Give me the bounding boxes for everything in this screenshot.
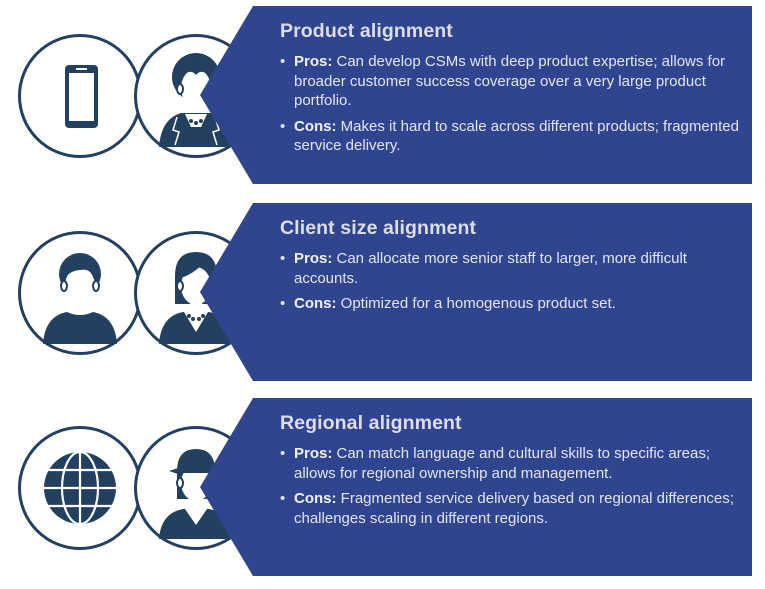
info-panel: Regional alignment Pros: Can match langu…	[200, 398, 752, 576]
cons-label: Cons:	[294, 295, 337, 312]
icon-circle-left	[18, 231, 142, 355]
pros-item: Pros: Can develop CSMs with deep product…	[280, 52, 740, 111]
globe-icon	[44, 452, 116, 524]
icon-circle-left	[18, 34, 142, 158]
pros-cons-list: Pros: Can allocate more senior staff to …	[280, 249, 740, 314]
smartphone-icon	[65, 65, 98, 128]
pros-text: Can allocate more senior staff to larger…	[294, 250, 687, 287]
section-title: Regional alignment	[280, 412, 462, 434]
section-regional-alignment: Regional alignment Pros: Can match langu…	[0, 398, 765, 578]
cons-item: Cons: Optimized for a homogenous product…	[280, 294, 740, 314]
pros-label: Pros:	[294, 53, 333, 70]
pros-cons-list: Pros: Can match language and cultural sk…	[280, 444, 740, 528]
cons-text: Makes it hard to scale across different …	[294, 117, 739, 155]
pros-cons-list: Pros: Can develop CSMs with deep product…	[280, 52, 740, 156]
section-product-alignment: Product alignment Pros: Can develop CSMs…	[0, 6, 765, 186]
pros-text: Can develop CSMs with deep product exper…	[294, 53, 726, 109]
cons-label: Cons:	[294, 490, 337, 507]
man-avatar-icon	[43, 253, 117, 344]
pros-item: Pros: Can match language and cultural sk…	[280, 444, 740, 483]
pros-label: Pros:	[294, 250, 333, 267]
pros-label: Pros:	[294, 445, 333, 462]
icon-circle-left	[18, 426, 142, 550]
section-title: Product alignment	[280, 20, 453, 42]
cons-label: Cons:	[294, 117, 337, 135]
pros-text: Can match language and cultural skills t…	[294, 445, 711, 482]
info-panel: Client size alignment Pros: Can allocate…	[200, 203, 752, 381]
info-panel: Product alignment Pros: Can develop CSMs…	[200, 6, 752, 184]
cons-item: Cons: Fragmented service delivery based …	[280, 489, 740, 528]
businesswoman-icon	[159, 53, 233, 147]
section-title: Client size alignment	[280, 217, 477, 239]
pros-item: Pros: Can allocate more senior staff to …	[280, 249, 740, 288]
cons-text: Fragmented service delivery based on reg…	[294, 490, 734, 527]
section-client-size-alignment: Client size alignment Pros: Can allocate…	[0, 203, 765, 383]
cons-text: Optimized for a homogenous product set.	[336, 295, 616, 312]
cons-item: Cons: Makes it hard to scale across diff…	[280, 117, 740, 156]
